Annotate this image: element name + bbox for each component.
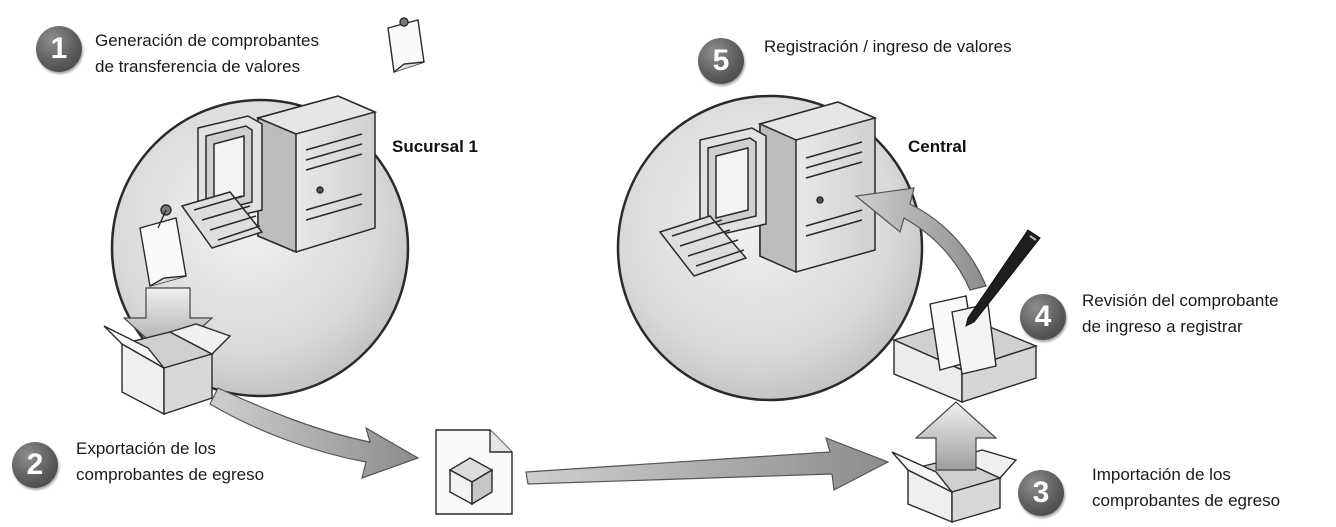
central-computer-icon xyxy=(658,101,878,277)
step-3-text-line-2: comprobantes de egreso xyxy=(1092,491,1281,510)
step-3-badge: 3 xyxy=(1018,470,1064,516)
step-2-text-line-2: comprobantes de egreso xyxy=(76,465,265,484)
step-4-badge: 4 xyxy=(1020,294,1066,340)
branch-label: Sucursal 1 xyxy=(392,137,478,156)
step-5-text: Registración / ingreso de valores xyxy=(764,37,1012,56)
step-4-text-line-2: de ingreso a registrar xyxy=(1082,317,1243,336)
pin-note-icon xyxy=(387,17,425,73)
step-2-badge: 2 xyxy=(12,442,58,488)
step-5-badge: 5 xyxy=(698,38,744,84)
transfer-arrow-icon xyxy=(525,437,890,491)
step-1-text-line-2: de transferencia de valores xyxy=(95,57,301,76)
branch-document-icon xyxy=(139,204,187,287)
up-arrow-icon xyxy=(914,401,998,471)
central-label: Central xyxy=(908,137,967,156)
export-arrow-icon xyxy=(209,387,420,479)
step-3-text-line-1: Importación de los xyxy=(1092,465,1231,484)
step-4-text-line-1: Revisión del comprobante xyxy=(1082,291,1279,310)
step-2-text-line-1: Exportación de los xyxy=(76,439,216,458)
pen-icon xyxy=(965,229,1041,327)
register-arrow-icon xyxy=(854,187,987,291)
branch-computer-icon xyxy=(180,95,378,254)
branch-box-icon xyxy=(103,323,232,416)
review-document-icon xyxy=(929,295,997,375)
step-1-badge: 1 xyxy=(36,26,82,72)
exported-file-icon xyxy=(435,429,513,515)
step-1-text-line-1: Generación de comprobantes xyxy=(95,31,319,50)
